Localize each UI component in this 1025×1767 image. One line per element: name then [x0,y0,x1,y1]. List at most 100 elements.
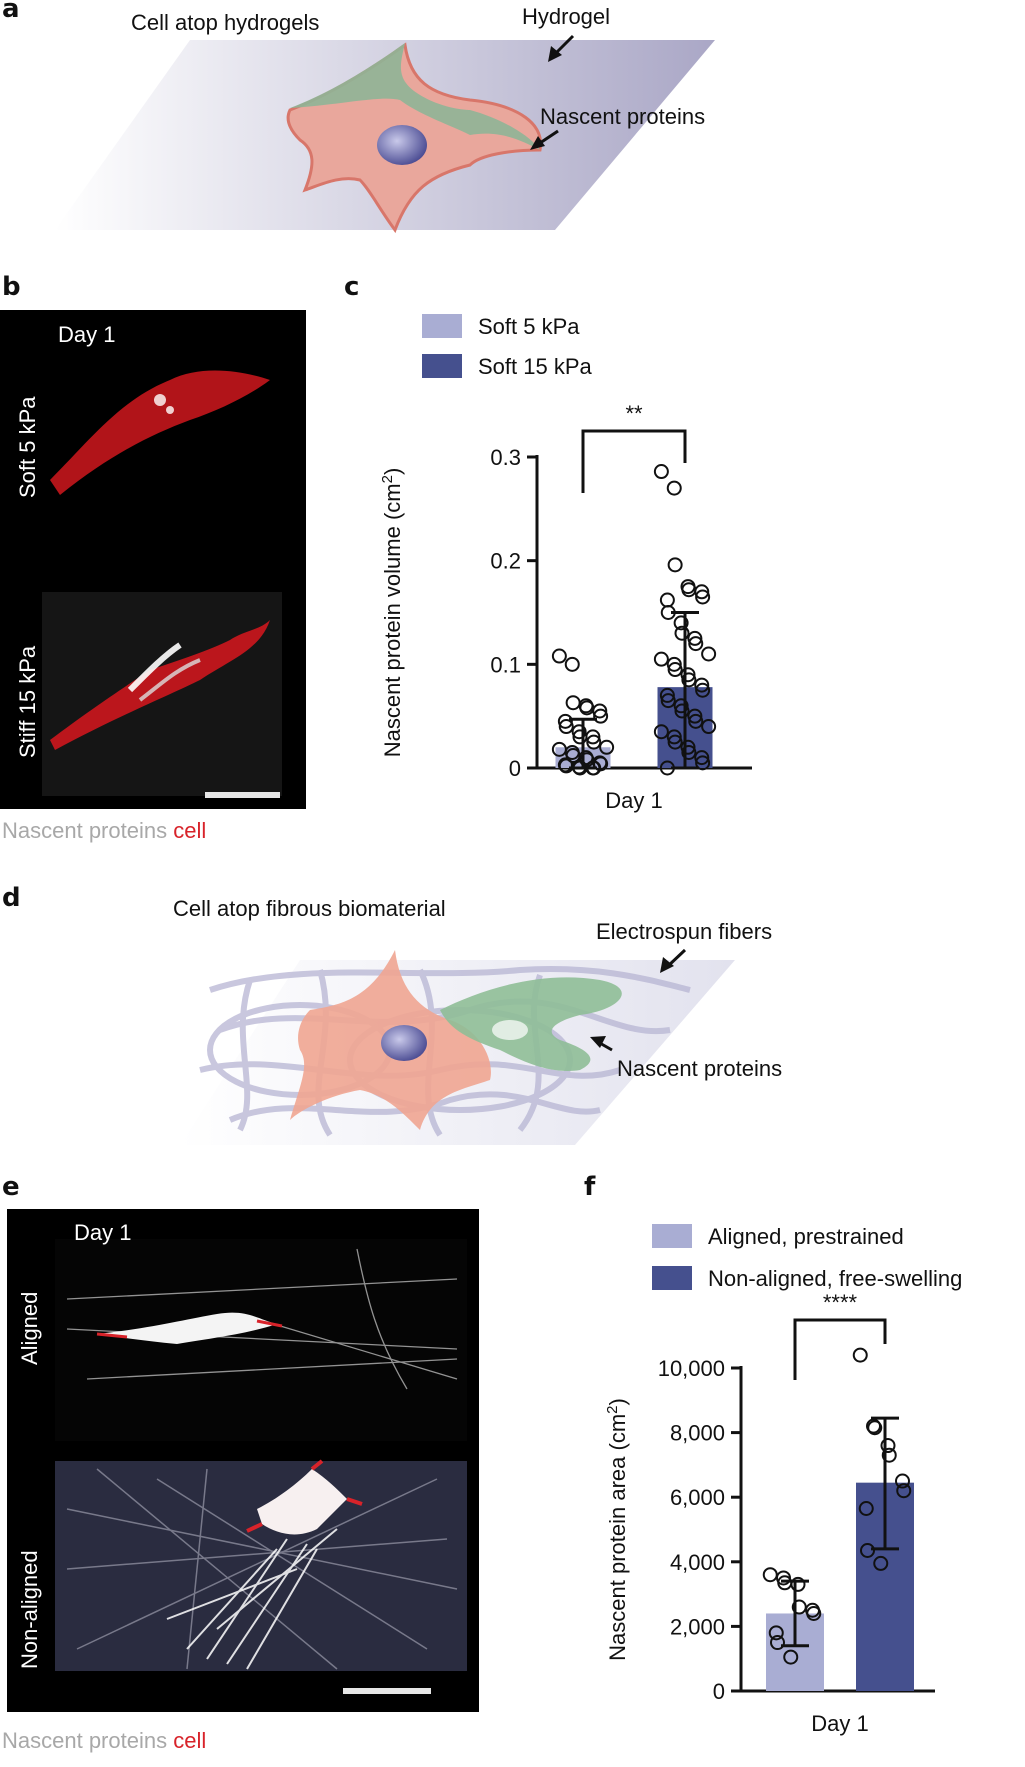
data-point [694,750,710,766]
data-point [659,760,675,776]
micrograph-b: Day 1 Soft 5 kPa Stiff 15 kPa [0,310,306,809]
y-tick-label: 8,000 [670,1421,725,1446]
data-point [571,724,587,740]
panel-letter-c: c [344,272,360,302]
micrograph-e-image [55,1239,467,1694]
data-point [701,646,717,662]
y-tick-label: 2,000 [670,1614,725,1639]
data-point [660,693,676,709]
caption-cell: cell [173,818,207,843]
electrospun-fibers-label: Electrospun fibers [596,919,773,944]
significance-label: ** [625,401,643,426]
stiff-row-label: Stiff 15 kPa [15,645,40,758]
data-point [674,703,690,719]
y-axis-label: Nascent protein volume (cm2) [379,468,406,758]
data-point [770,1635,785,1651]
day-label: Day 1 [58,322,116,347]
data-point [673,615,689,631]
legend-swatch [652,1224,692,1248]
data-point [695,682,711,698]
data-point [667,734,683,750]
panel-d-title: Cell atop fibrous biomaterial [173,896,446,921]
data-point [673,698,689,714]
data-point [667,557,683,573]
data-point [694,584,710,600]
panel-b-caption: Nascent proteins cell [2,818,206,844]
nascent-proteins-label: Nascent proteins [540,104,706,129]
nascent-protein-layer [290,43,540,150]
data-point [783,1649,799,1665]
legend-swatch [422,314,462,338]
data-point [564,656,580,672]
caption-nascent: Nascent proteins [2,1728,168,1753]
y-tick-label: 0 [713,1679,725,1704]
legend-swatch [652,1266,692,1290]
data-point [681,744,697,760]
y-tick-label: 0.3 [490,445,521,470]
micrograph-b-image [42,370,282,798]
data-point [695,755,711,771]
panel-letter-b: b [2,272,21,302]
x-category-label: Day 1 [811,1711,868,1736]
data-point [895,1473,910,1489]
data-point [762,1567,778,1583]
data-point [858,1501,874,1517]
data-point [860,1542,875,1558]
data-point [659,687,675,703]
soft-row-label: Soft 5 kPa [15,396,40,498]
significance-label: **** [823,1290,858,1315]
aligned-cell-image [97,1312,277,1344]
data-point [880,1438,896,1454]
data-point [653,464,669,480]
data-point [660,605,676,620]
y-tick-label: 0.1 [490,652,521,677]
data-point [666,729,682,745]
significance-bracket [793,1318,887,1380]
data-point [666,480,682,496]
data-point [688,636,704,652]
data-point [666,656,682,672]
y-tick-label: 10,000 [658,1356,725,1381]
data-point [694,677,710,693]
data-point [585,729,601,745]
data-point [653,651,669,667]
panel-e-caption: Nascent proteins cell [2,1728,206,1754]
nucleus-icon [381,1025,427,1061]
y-axis-label: Nascent protein area (cm2) [604,1398,631,1661]
nucleus-icon [377,125,427,165]
caption-cell: cell [173,1728,207,1753]
hydrogel-schematic [55,34,715,234]
legend-label: Soft 5 kPa [478,314,580,339]
nascent-proteins-label: Nascent proteins [617,1056,783,1081]
data-point [586,760,602,776]
hydrogel-label: Hydrogel [522,4,611,29]
data-point [599,739,615,755]
data-point [653,724,669,740]
data-point [896,1483,912,1499]
data-point [866,1418,881,1434]
scale-bar [205,792,280,798]
caption-nascent: Nascent proteins [2,818,168,843]
legend-label: Non-aligned, free-swelling [708,1266,962,1291]
y-tick-label: 6,000 [670,1485,725,1510]
x-category-label: Day 1 [605,788,662,813]
data-point [688,713,704,729]
legend-label: Aligned, prestrained [708,1224,904,1249]
y-tick-label: 0.2 [490,549,521,574]
non-aligned-row-label: Non-aligned [17,1550,42,1669]
data-point [852,1347,868,1363]
panel-letter-f: f [584,1172,596,1202]
panel-a-title: Cell atop hydrogels [131,10,320,35]
nascent-protein-layer [440,977,622,1071]
data-point [558,719,574,735]
data-point [681,672,697,688]
significance-bracket [581,429,687,493]
data-point [881,1447,897,1463]
data-point [674,625,690,641]
data-point [695,589,711,605]
data-point [565,695,581,711]
day-label: Day 1 [74,1220,132,1245]
data-point [593,708,609,724]
legend-label: Soft 15 kPa [478,354,593,379]
